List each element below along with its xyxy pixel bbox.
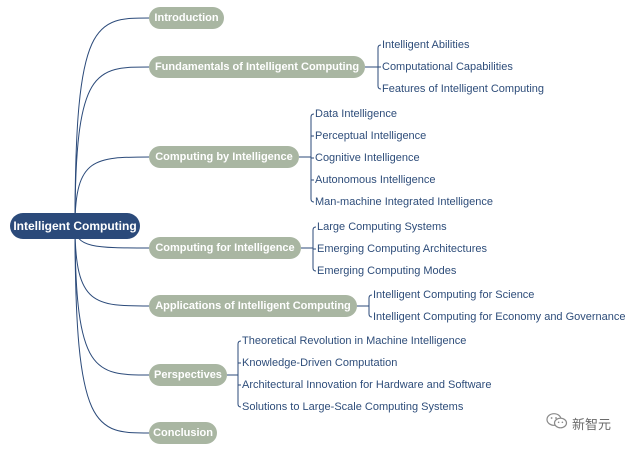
- leaf-intelligent-computing-for-economy: Intelligent Computing for Economy and Go…: [373, 311, 626, 323]
- leaf-solutions-large-scale: Solutions to Large-Scale Computing Syste…: [242, 401, 464, 413]
- branch-applications: Applications of Intelligent Computing: [149, 295, 357, 317]
- wechat-icon: [546, 412, 568, 435]
- leaf-intelligent-computing-for-science: Intelligent Computing for Science: [373, 289, 535, 301]
- leaf-computational-capabilities: Computational Capabilities: [382, 61, 513, 73]
- connector-root-branch: [74, 225, 151, 376]
- connector-root-branch: [74, 156, 151, 227]
- leaf-emerging-computing-modes: Emerging Computing Modes: [317, 265, 457, 277]
- branch-computing-by-intelligence: Computing by Intelligence: [149, 146, 299, 168]
- leaf-features-of-intelligent-computing: Features of Intelligent Computing: [382, 83, 545, 95]
- leaf-data-intelligence: Data Intelligence: [315, 108, 397, 120]
- leaf-large-computing-systems: Large Computing Systems: [317, 221, 447, 233]
- branch-fundamentals: Fundamentals of Intelligent Computing: [149, 56, 365, 78]
- leaf-architectural-innovation: Architectural Innovation for Hardware an…: [242, 379, 492, 391]
- leaf-cognitive-intelligence: Cognitive Intelligence: [315, 152, 420, 164]
- leaf-man-machine-integrated-intelligence: Man-machine Integrated Intelligence: [315, 196, 493, 208]
- branch-conclusion: Conclusion: [149, 422, 217, 444]
- leaf-autonomous-intelligence: Autonomous Intelligence: [315, 174, 436, 186]
- watermark-text: 新智元: [572, 418, 612, 433]
- leaf-theoretical-revolution: Theoretical Revolution in Machine Intell…: [242, 335, 467, 347]
- root-node: Intelligent Computing: [10, 213, 140, 239]
- leaf-knowledge-driven-computation: Knowledge-Driven Computation: [242, 357, 398, 369]
- branch-perspectives: Perspectives: [149, 364, 227, 386]
- connector-root-branch: [74, 66, 151, 227]
- leaf-emerging-computing-architectures: Emerging Computing Architectures: [317, 243, 487, 255]
- connector-root-branch: [74, 17, 151, 227]
- connector-root-branch: [74, 225, 151, 434]
- branch-computing-for-intelligence: Computing for Intelligence: [149, 237, 301, 259]
- leaf-intelligent-abilities: Intelligent Abilities: [382, 39, 470, 51]
- leaf-perceptual-intelligence: Perceptual Intelligence: [315, 130, 427, 142]
- connector-bracket: [368, 294, 373, 318]
- watermark: 新智元: [546, 412, 611, 435]
- connector-bracket: [237, 340, 242, 408]
- branch-introduction: Introduction: [149, 7, 224, 29]
- connector-root-branch: [74, 225, 151, 307]
